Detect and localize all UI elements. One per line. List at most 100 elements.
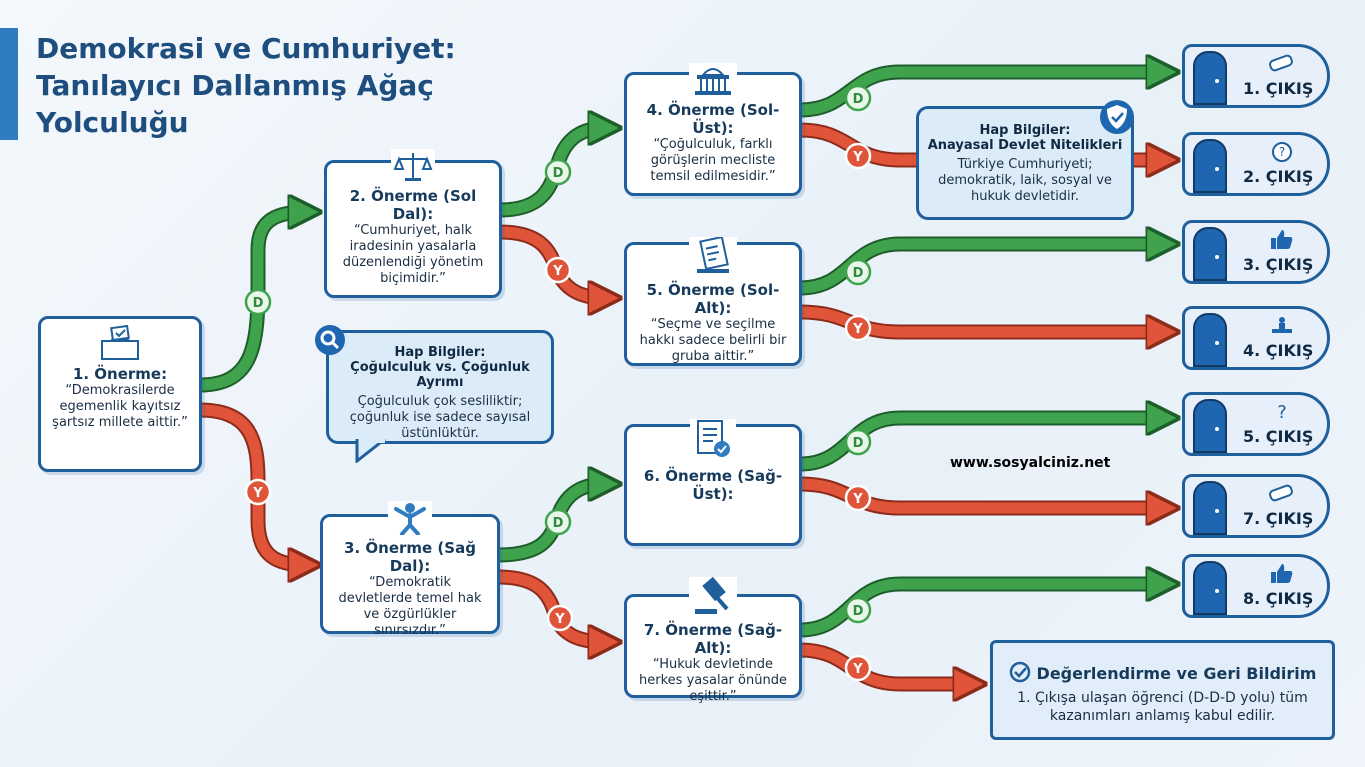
exit-4: 4. ÇIKIŞ <box>1182 306 1330 370</box>
badge-label-s3-yes: D <box>553 516 564 531</box>
badge-circle-s3-yes <box>544 508 572 536</box>
exit-8-label: 8. ÇIKIŞ <box>1243 589 1314 608</box>
badge-label-s5-yes: D <box>853 266 864 281</box>
parliament-icon <box>689 63 737 97</box>
door-icon <box>1193 227 1227 281</box>
exit-4-label: 4. ÇIKIŞ <box>1243 341 1314 360</box>
badge-label-s6-no: Y <box>852 492 863 507</box>
ballot-paper-icon <box>689 237 737 277</box>
diploma-icon <box>1269 54 1293 72</box>
ballot-box-icon <box>101 325 139 360</box>
badge-circle-s4-no <box>844 142 872 170</box>
statement-5-text: “Seçme ve seçilme hakkı sadece belirli b… <box>639 317 787 364</box>
badge-circle-s7-yes <box>844 596 872 624</box>
badge-circle-s7-no <box>844 654 872 682</box>
badge-circle-s1-yes <box>244 288 272 316</box>
door-icon <box>1193 313 1227 367</box>
feedback-text: 1. Çıkışa ulaşan öğrenci (D-D-D yolu) tü… <box>1017 690 1308 724</box>
statement-3-text: “Demokratik devletlerde temel hak ve özg… <box>338 575 482 638</box>
statement-5-title: 5. Önerme (Sol-Alt): <box>646 281 780 317</box>
speech-tail <box>355 439 386 463</box>
info-pluralism-title: Hap Bilgiler: <box>394 345 486 360</box>
page-title: Demokrasi ve Cumhuriyet: Tanılayıcı Dall… <box>36 32 456 139</box>
statement-6-title: 6. Önerme (Sağ-Üst): <box>643 467 783 503</box>
badge-label-s2-yes: D <box>553 166 564 181</box>
badge-circle-s1-no <box>244 478 272 506</box>
badge-circle-s4-yes <box>844 84 872 112</box>
badge-label-s1-no: Y <box>252 486 263 501</box>
door-icon <box>1193 481 1227 535</box>
info-box-pluralism: Hap Bilgiler: Çoğulculuk vs. Çoğunluk Ay… <box>315 325 554 463</box>
exit-1-label: 1. ÇIKIŞ <box>1243 79 1314 98</box>
statement-6-box: 6. Önerme (Sağ-Üst): <box>624 419 802 546</box>
diploma-icon <box>1269 484 1293 502</box>
statement-7-text: “Hukuk devletinde herkes yasalar önünde … <box>639 657 787 704</box>
statement-1-text: “Demokrasilerde egemenlik kayıtsız şarts… <box>52 383 188 430</box>
door-icon <box>1193 51 1227 105</box>
document-check-icon <box>690 419 736 463</box>
info-pluralism-subtitle: Çoğulculuk vs. Çoğunluk Ayrımı <box>350 360 530 390</box>
svg-text:?: ? <box>1277 402 1287 423</box>
exit-8: 8. ÇIKIŞ <box>1182 554 1330 618</box>
exit-7-label: 7. ÇIKIŞ <box>1243 509 1314 528</box>
exit-3-label: 3. ÇIKIŞ <box>1243 255 1314 274</box>
statement-4-title: 4. Önerme (Sol-Üst): <box>646 101 780 137</box>
feedback-title-text: Değerlendirme ve Geri Bildirim <box>1036 664 1317 683</box>
person-icon <box>388 501 432 535</box>
website-watermark: www.sosyalciniz.net <box>950 455 1111 471</box>
exit-5-label: 5. ÇIKIŞ <box>1243 427 1314 446</box>
exit-2-label: 2. ÇIKIŞ <box>1243 167 1314 186</box>
svg-text:?: ? <box>1279 145 1285 159</box>
badge-label-s2-no: Y <box>552 264 563 279</box>
exit-3: 3. ÇIKIŞ <box>1182 220 1330 284</box>
statement-3-box: 3. Önerme (Sağ Dal): “Demokratik devletl… <box>320 501 500 638</box>
statement-2-box: 2. Önerme (Sol Dal): “Cumhuriyet, halk i… <box>324 149 502 298</box>
info-constitution-title: Hap Bilgiler: <box>979 123 1071 138</box>
badge-circle-s6-yes <box>844 428 872 456</box>
badge-label-s6-yes: D <box>853 436 864 451</box>
badge-label-s7-yes: D <box>853 604 864 619</box>
feedback-title: Değerlendirme ve Geri Bildirim <box>993 661 1332 683</box>
statement-1-box: 1. Önerme: “Demokrasilerde egemenlik kay… <box>38 316 202 472</box>
statement-3-title: 3. Önerme (Sağ Dal): <box>344 539 476 575</box>
question-icon: ? <box>1272 142 1292 162</box>
badge-label-s4-no: Y <box>852 150 863 165</box>
badge-label-s3-no: Y <box>554 612 565 627</box>
statement-4-text: “Çoğulculuk, farklı görüşlerin mecliste … <box>650 137 776 184</box>
thumbs-up-icon <box>1271 564 1293 583</box>
statement-2-text: “Cumhuriyet, halk iradesinin yasalarla d… <box>342 223 484 286</box>
exit-7: 7. ÇIKIŞ <box>1182 474 1330 538</box>
info-constitution-text: Türkiye Cumhuriyeti; demokratik, laik, s… <box>938 157 1112 204</box>
statement-7-box: 7. Önerme (Sağ-Alt): “Hukuk devletinde h… <box>624 577 802 704</box>
door-icon <box>1193 139 1227 193</box>
info-box-constitution: Hap Bilgiler: Anayasal Devlet Nitelikler… <box>916 100 1134 220</box>
feedback-scroll: Değerlendirme ve Geri Bildirim 1. Çıkışa… <box>990 640 1335 740</box>
badge-circle-s3-no <box>546 604 574 632</box>
statement-2-title: 2. Önerme (Sol Dal): <box>349 187 477 223</box>
door-icon <box>1193 561 1227 615</box>
exit-1: 1. ÇIKIŞ <box>1182 44 1330 108</box>
thumbs-up-icon <box>1271 230 1293 249</box>
statement-1-title: 1. Önerme: <box>72 365 168 383</box>
badge-label-s5-no: Y <box>852 322 863 337</box>
person-desk-icon <box>1272 317 1292 333</box>
statement-7-title: 7. Önerme (Sağ-Alt): <box>643 621 783 657</box>
badge-label-s4-yes: D <box>853 92 864 107</box>
magnifier-icon <box>315 325 345 355</box>
badge-circle-s6-no <box>844 484 872 512</box>
connector-s7-no <box>799 644 970 684</box>
badge-circle-s2-yes <box>544 158 572 186</box>
badge-label-s7-no: Y <box>852 662 863 677</box>
shield-check-icon <box>1100 100 1134 134</box>
exit-2: ? 2. ÇIKIŞ <box>1182 132 1330 196</box>
statement-5-box: 5. Önerme (Sol-Alt): “Seçme ve seçilme h… <box>624 237 802 366</box>
question-icon: ? <box>1277 402 1287 423</box>
exit-5: ? 5. ÇIKIŞ <box>1182 392 1330 456</box>
gavel-icon <box>689 577 737 617</box>
statement-4-box: 4. Önerme (Sol-Üst): “Çoğulculuk, farklı… <box>624 63 802 196</box>
title-accent-bar <box>0 28 18 140</box>
scales-icon <box>391 149 435 183</box>
badge-circle-s5-no <box>844 314 872 342</box>
door-icon <box>1193 399 1227 453</box>
